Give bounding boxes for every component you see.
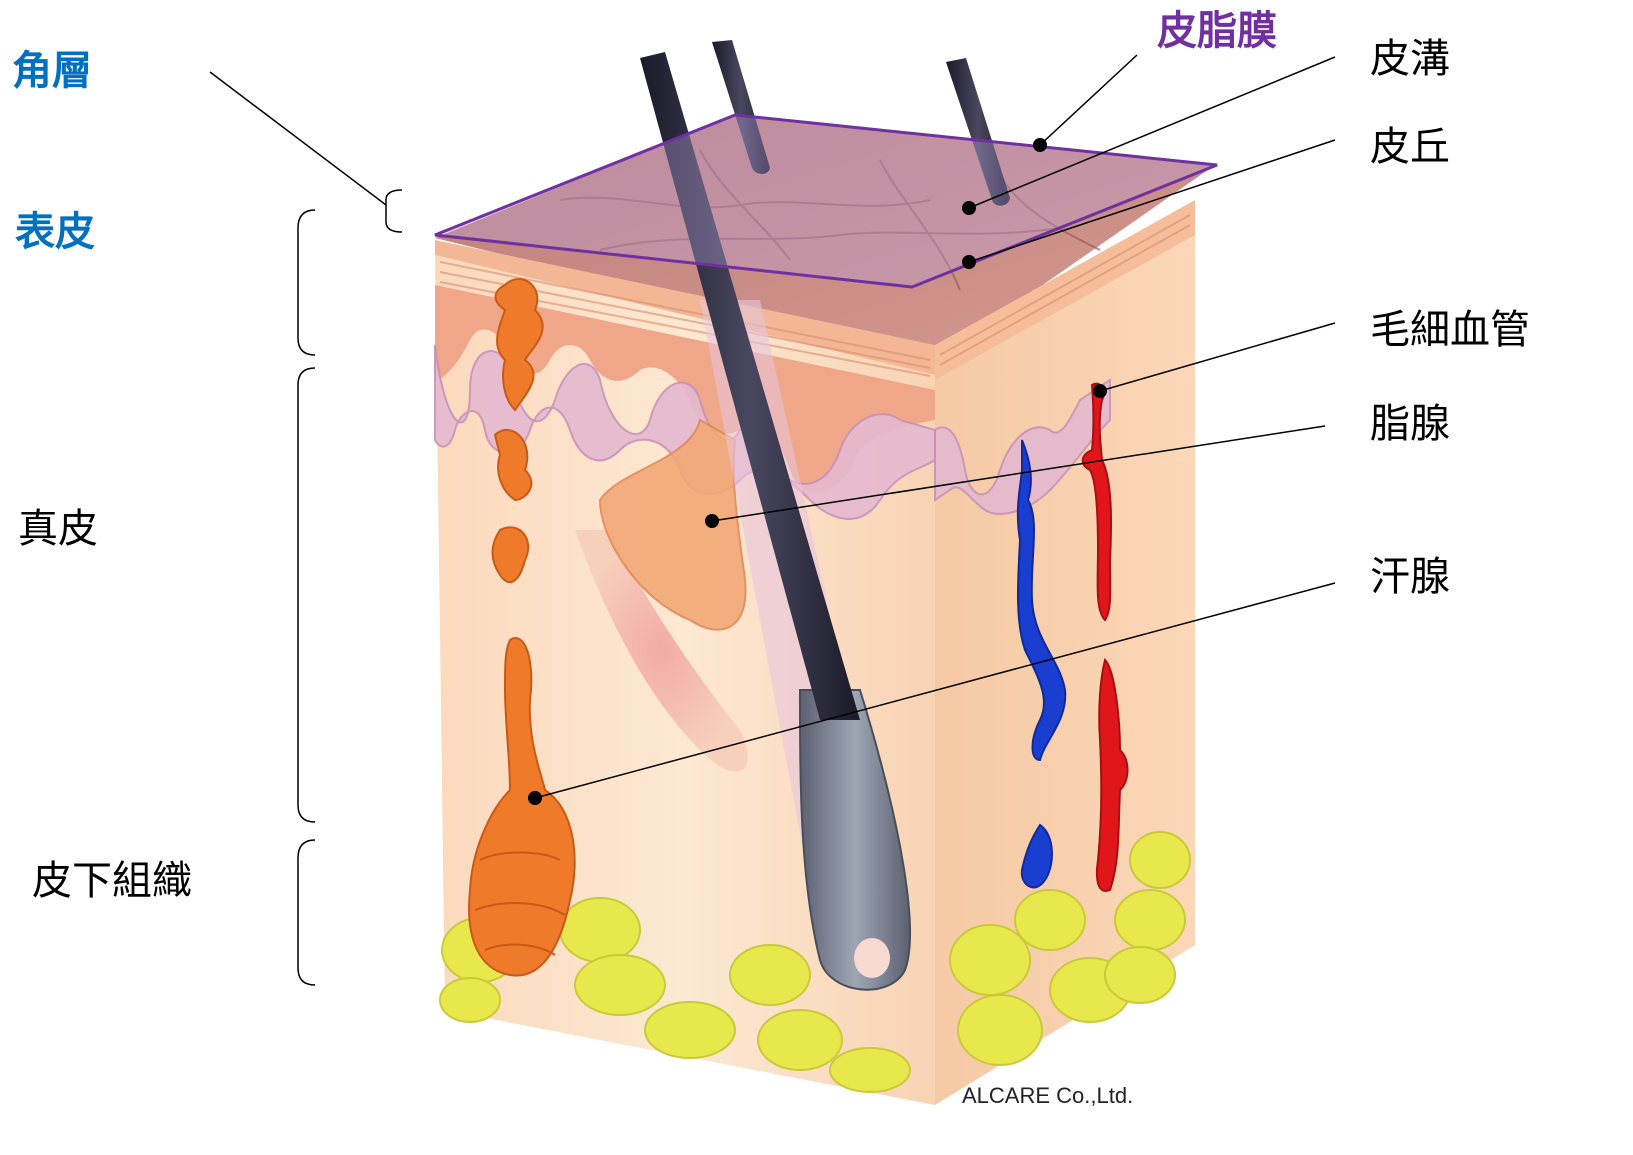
label-epidermis: 表皮 [15, 208, 95, 256]
skin-ridge-dot [962, 255, 976, 269]
sebum-film-leader [1040, 55, 1137, 145]
label-sebaceous-gland: 脂腺 [1370, 400, 1450, 448]
label-stratum-corneum: 角層 [12, 47, 92, 95]
stratum-corneum-leader [210, 72, 386, 205]
sebum-film-dot [1033, 138, 1047, 152]
subcutaneous-bracket [298, 840, 315, 985]
dermis-bracket [298, 368, 315, 822]
label-skin-ridge: 皮丘 [1370, 123, 1450, 171]
epidermis-bracket [298, 210, 315, 355]
sweat-gland-dot [528, 791, 542, 805]
sebaceous-gland-dot [705, 514, 719, 528]
label-dermis: 真皮 [18, 505, 98, 553]
skin-furrow-dot [962, 201, 976, 215]
label-capillary: 毛細血管 [1370, 306, 1530, 354]
label-sweat-gland: 汗腺 [1370, 553, 1450, 601]
label-skin-furrow: 皮溝 [1370, 35, 1450, 83]
skin-block [435, 40, 1217, 1105]
label-subcutaneous: 皮下組織 [32, 857, 192, 905]
capillary-dot [1093, 384, 1107, 398]
left-brackets [210, 72, 402, 985]
label-sebum-film: 皮脂膜 [1157, 7, 1277, 55]
stratum-corneum-bracket [386, 190, 402, 232]
credit-text: ALCARE Co.,Ltd. [962, 1083, 1133, 1109]
dermal-papilla [854, 938, 890, 978]
